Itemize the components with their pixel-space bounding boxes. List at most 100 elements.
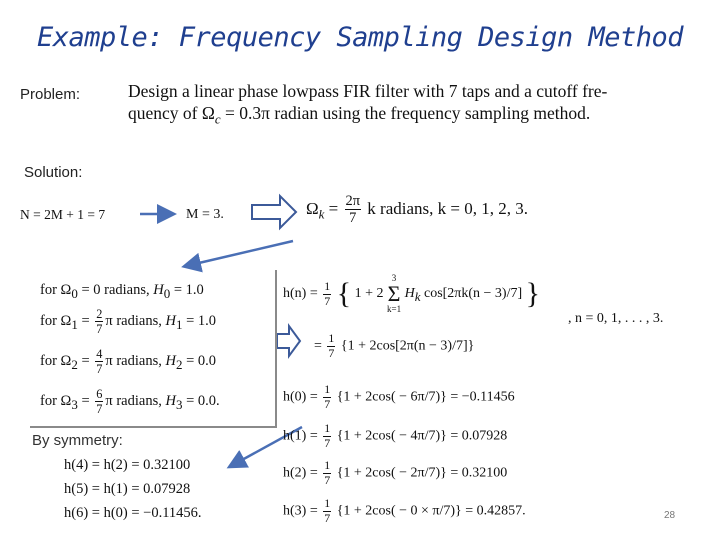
sample-0-hval: = 1.0 [170,282,204,298]
omega-rhs: k radians, k = 0, 1, 2, 3. [367,198,528,218]
sigma-icon: Σ [387,281,401,306]
result-2-frac-num: 1 [323,458,332,474]
result-0-frac-den: 7 [324,396,331,411]
sample-3-sub: 3 [71,397,78,413]
sample-1-hname: H [165,313,176,330]
sample-2-mid: = [77,353,90,370]
result-0-lhs: h(0) = [283,389,318,405]
simplified-eq: = [314,338,322,354]
problem-line-1: Design a linear phase lowpass FIR filter… [128,81,608,101]
result-3-frac-num: 1 [323,496,332,512]
sample-1-after: π radians, [105,313,162,330]
sample-2-hname: H [165,353,176,370]
simplified-frac-num: 1 [327,331,336,347]
result-2-frac-den: 7 [324,472,331,487]
omega-frac-num: 2π [344,193,362,211]
arrow-to-symmetry [226,425,303,469]
slide-title: Example: Frequency Sampling Design Metho… [37,22,683,53]
formula-range: , n = 0, 1, . . . , 3. [568,311,664,326]
symmetry-label: By symmetry: [32,432,123,449]
sample-2-hsub: 2 [175,357,183,373]
sample-3-hname: H [165,393,176,410]
result-1-body: {1 + 2cos( − 4π/7)} = 0.07928 [336,428,508,444]
sample-3-hsub: 3 [175,397,183,413]
omega-frac-den: 7 [349,210,357,227]
result-0-frac-num: 1 [323,382,332,398]
sample-row-0: for Ω0 = 0 radians, H0 = 1.0 [40,282,204,302]
problem-statement: Design a linear phase lowpass FIR filter… [128,80,713,131]
formula-term-rest: cos[2πk(n − 3)/7] [420,286,523,302]
sample-0-pre: for Ω [40,282,72,298]
sample-2-after: π radians, [105,353,162,370]
block-arrow-top [251,193,298,231]
sum-upper: 3 [391,273,397,283]
symmetry-row-1: h(5) = h(1) = 0.07928 [64,481,191,497]
sample-2-frac-num: 4 [95,347,104,363]
problem-label: Problem: [20,86,81,103]
formula-term: H [404,286,415,302]
problem-line-2b: = 0.3π radian using the frequency sampli… [220,103,591,123]
page-number: 28 [664,510,676,521]
sample-3-frac-num: 6 [95,387,104,403]
simplified-body: {1 + 2cos[2π(n − 3)/7]} [340,338,475,354]
sample-1-frac-den: 7 [96,322,103,337]
formula-one-plus-two: 1 + 2 [354,286,384,302]
sample-3-mid: = [77,393,90,410]
solution-label: Solution: [24,164,83,181]
omega-symbol: Ω [306,198,319,218]
formula-lhs: h(n) = [283,286,318,302]
problem-line-2a: quency of Ω [128,103,215,123]
sample-2-hval: = 0.0 [182,353,217,370]
sample-0-hsub: 0 [163,285,171,301]
right-brace: } [525,277,541,310]
problem-line-2: quency of Ωc = 0.3π radian using the fre… [128,102,713,131]
sample-1-hval: = 1.0 [182,313,217,330]
sample-0-hname: H [153,282,164,298]
result-2-lhs: h(2) = [283,465,318,481]
sample-1-mid: = [77,313,90,330]
left-brace: { [336,277,352,310]
formula-frac-num: 1 [323,278,332,295]
summation: 3 Σ k=1 [387,274,401,314]
sample-2-frac-den: 7 [96,362,103,377]
result-3-body: {1 + 2cos( − 0 × π/7)} = 0.42857. [336,503,526,519]
formula-term-sub: k [414,289,421,305]
result-3-frac-den: 7 [324,510,331,525]
result-3-lhs: h(3) = [283,503,318,519]
sample-0-mid: = 0 radians, [77,282,150,298]
result-1-lhs: h(1) = [283,428,318,444]
simplified-frac-den: 7 [328,345,335,360]
m-equation: M = 3. [186,207,224,222]
samples-box [30,270,277,428]
sample-1-sub: 1 [71,317,78,333]
sample-3-pre: for Ω [40,393,72,410]
sample-3-hval: = 0.0. [182,393,220,410]
result-1-frac-num: 1 [323,421,332,437]
result-0-body: {1 + 2cos( − 6π/7)} = −0.11456 [336,389,515,405]
omega-sub: k [318,206,325,222]
sample-1-pre: for Ω [40,313,72,330]
result-1-frac-den: 7 [324,435,331,450]
sample-3-frac-den: 7 [96,402,103,417]
n-equation: N = 2M + 1 = 7 [20,207,106,222]
symmetry-row-2: h(6) = h(0) = −0.11456. [64,505,202,521]
result-2-body: {1 + 2cos( − 2π/7)} = 0.32100 [336,465,508,481]
sample-2-pre: for Ω [40,353,72,370]
sample-1-hsub: 1 [175,317,183,333]
block-arrow-mid [276,322,302,360]
